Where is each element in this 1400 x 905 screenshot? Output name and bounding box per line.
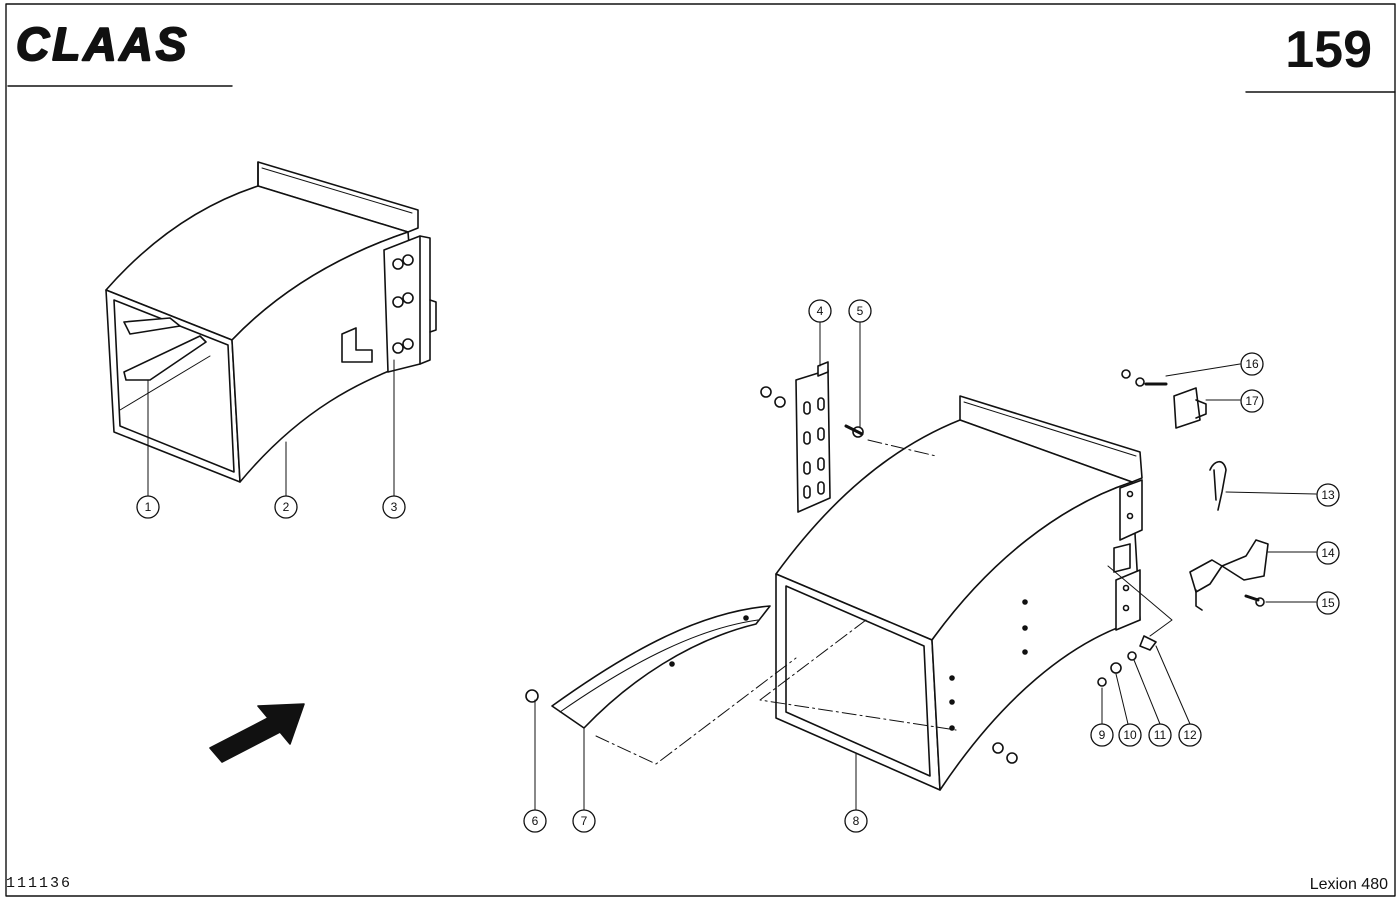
callout-circle bbox=[136, 495, 160, 519]
callout-circle bbox=[523, 809, 547, 833]
callout-4: 4 bbox=[808, 299, 832, 323]
logo-wordmark: CLAAS bbox=[16, 18, 189, 70]
callout-9: 9 bbox=[1090, 723, 1114, 747]
callout-label: 6 bbox=[532, 814, 539, 828]
callout-1: 1 bbox=[136, 495, 160, 519]
callout-8: 8 bbox=[844, 809, 868, 833]
page-border bbox=[5, 3, 1396, 897]
callout-7: 7 bbox=[572, 809, 596, 833]
callout-circle bbox=[572, 809, 596, 833]
callout-circle bbox=[1118, 723, 1142, 747]
callout-circle bbox=[274, 495, 298, 519]
direction-arrow-icon bbox=[209, 703, 305, 763]
callout-label: 3 bbox=[391, 500, 398, 514]
assembled-chute bbox=[105, 161, 437, 483]
rear-flange-upper bbox=[1119, 479, 1143, 541]
callout-16: 16 bbox=[1240, 352, 1264, 376]
callout-circle bbox=[1240, 389, 1264, 413]
callout-label: 1 bbox=[145, 500, 152, 514]
leader-lines bbox=[147, 321, 1317, 811]
callout-label: 11 bbox=[1154, 728, 1167, 742]
page-number: 159 bbox=[1285, 21, 1372, 79]
latch-catch bbox=[1173, 387, 1201, 429]
hanger-plate bbox=[760, 361, 864, 513]
callout-6: 6 bbox=[523, 809, 547, 833]
callout-13: 13 bbox=[1316, 483, 1340, 507]
chute-opening bbox=[113, 299, 235, 473]
chute-opening-8 bbox=[785, 585, 931, 777]
callout-12: 12 bbox=[1178, 723, 1202, 747]
callout-circle bbox=[1240, 352, 1264, 376]
model-name: Lexion 480 bbox=[1309, 876, 1388, 893]
callout-circle bbox=[1316, 483, 1340, 507]
callout-17: 17 bbox=[1240, 389, 1264, 413]
latch-hardware bbox=[992, 369, 1269, 764]
callout-5: 5 bbox=[848, 299, 872, 323]
wear-strip bbox=[525, 605, 771, 729]
callout-label: 4 bbox=[817, 304, 824, 318]
callout-label: 7 bbox=[581, 814, 588, 828]
callout-label: 14 bbox=[1321, 546, 1335, 560]
callout-label: 10 bbox=[1123, 728, 1137, 742]
callout-10: 10 bbox=[1118, 723, 1142, 747]
top-rail-8 bbox=[959, 395, 1143, 483]
callout-label: 15 bbox=[1321, 596, 1335, 610]
callout-circle bbox=[1316, 541, 1340, 565]
callout-11: 11 bbox=[1148, 723, 1172, 747]
callout-2: 2 bbox=[274, 495, 298, 519]
callout-label: 17 bbox=[1245, 394, 1259, 408]
side-bracket bbox=[341, 327, 373, 363]
callout-circle bbox=[848, 299, 872, 323]
drawing-code: 111136 bbox=[6, 875, 73, 892]
flange-plate bbox=[383, 235, 431, 373]
callout-15: 15 bbox=[1316, 591, 1340, 615]
callout-3: 3 bbox=[382, 495, 406, 519]
callout-circle bbox=[382, 495, 406, 519]
exploded-chute bbox=[775, 395, 1143, 791]
latch-handle bbox=[1221, 539, 1269, 581]
callout-circle bbox=[1148, 723, 1172, 747]
callout-circle bbox=[1178, 723, 1202, 747]
claas-logo: CLAAS bbox=[15, 17, 189, 71]
deflector-plate bbox=[123, 335, 207, 381]
callout-label: 2 bbox=[283, 500, 290, 514]
callout-circle bbox=[1316, 591, 1340, 615]
callout-label: 9 bbox=[1099, 728, 1106, 742]
callout-label: 5 bbox=[857, 304, 864, 318]
callout-label: 12 bbox=[1183, 728, 1197, 742]
callout-label: 16 bbox=[1245, 357, 1259, 371]
rear-flange-lower bbox=[1115, 569, 1141, 631]
callout-label: 8 bbox=[853, 814, 860, 828]
callout-circle bbox=[1090, 723, 1114, 747]
assembly-lines bbox=[595, 439, 957, 765]
callout-14: 14 bbox=[1316, 541, 1340, 565]
callout-label: 13 bbox=[1321, 488, 1335, 502]
callout-circle bbox=[844, 809, 868, 833]
callout-circle bbox=[808, 299, 832, 323]
